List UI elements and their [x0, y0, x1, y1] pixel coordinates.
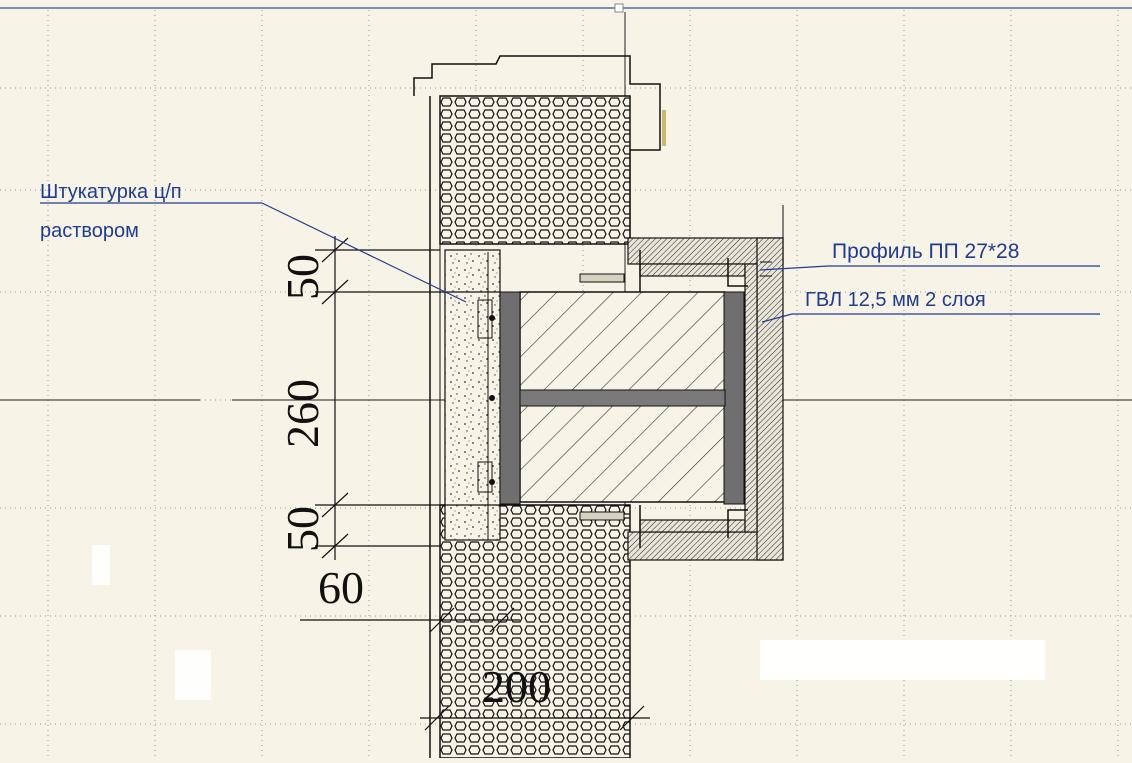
leader-bracket [760, 261, 772, 277]
blank-mark-2 [175, 650, 211, 700]
dimension-260: 260 [277, 379, 328, 448]
wall-top-cap [413, 55, 661, 151]
steel-flange-right [723, 291, 745, 505]
dimension-50-bottom: 50 [277, 506, 328, 552]
blank-patch [760, 640, 1045, 680]
profile-pp-27x28 [639, 250, 748, 548]
leader-lines [40, 202, 1100, 323]
dimension-200 [420, 705, 650, 731]
dimension-60-label: 60 [318, 562, 364, 613]
plaster-layer [444, 249, 501, 541]
plaster-annotation-line1: Штукатурка ц/п [40, 181, 182, 203]
blank-mark-1 [92, 545, 110, 585]
steel-web [519, 389, 726, 407]
vertical-dimension-chain [315, 236, 500, 560]
dowels [579, 273, 625, 521]
dimension-60 [300, 607, 520, 633]
steel-flange-left [499, 291, 521, 505]
gvl-annotation: ГВЛ 12,5 мм 2 слоя [805, 289, 986, 311]
selection-grip [614, 3, 624, 13]
gvl-box-lining [627, 237, 784, 561]
gas-concrete-block-upper [439, 95, 631, 245]
dimension-50-top: 50 [277, 254, 328, 300]
top-marker [662, 110, 666, 146]
gas-concrete-block-lower [439, 504, 631, 759]
profile-annotation: Профиль ПП 27*28 [832, 240, 1019, 263]
plaster-annotation-line2: раствором [40, 220, 139, 242]
dimension-200-label: 200 [482, 661, 551, 712]
